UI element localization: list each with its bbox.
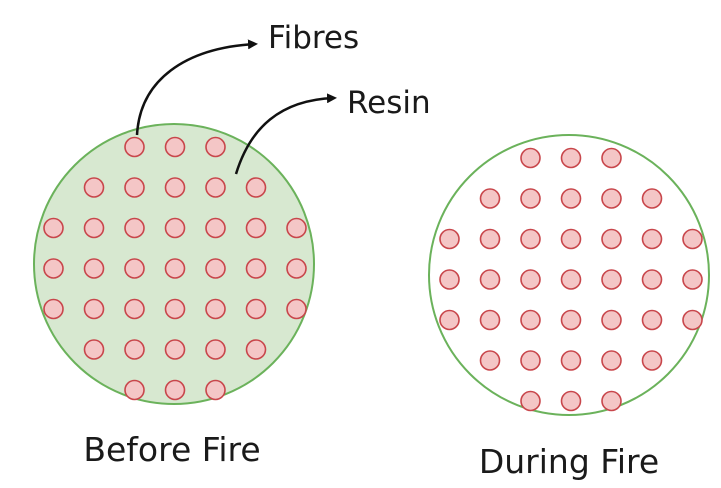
before-fire-fibre	[43, 298, 64, 320]
before-fire-fibre	[83, 258, 105, 279]
during-fire-fibre	[439, 269, 460, 290]
before-fire-fibre	[124, 379, 145, 401]
before-fire-fibre	[245, 339, 267, 360]
during-fire-fibre	[641, 350, 663, 371]
during-fire-fibre	[601, 309, 622, 331]
during-fire-fibre	[520, 350, 541, 371]
fibres-label: Fibres	[268, 20, 359, 56]
before-fire-fibre	[286, 298, 307, 320]
during-fire-fibre	[479, 269, 501, 290]
before-fire-fibre	[205, 217, 226, 239]
before-fire-fibre	[124, 339, 145, 360]
before-fire-label: Before Fire	[83, 430, 260, 469]
fibres-pointer-arrow	[135, 39, 258, 136]
during-fire-fibre	[560, 269, 582, 290]
before-fire-fibre	[164, 258, 186, 279]
before-fire-fibre	[205, 136, 226, 158]
before-fire-fibre	[83, 339, 105, 360]
during-fire-fibre	[601, 147, 622, 169]
before-fire-fibre	[83, 217, 105, 239]
during-fire-label: During Fire	[479, 442, 659, 481]
before-fire-fibre	[245, 217, 267, 239]
during-fire-fibre	[682, 269, 703, 290]
resin-label: Resin	[347, 85, 431, 121]
before-fire-fibre	[245, 298, 267, 320]
during-fire-fibre	[560, 188, 582, 209]
during-fire-fibre	[439, 228, 460, 250]
during-fire-fibre	[560, 147, 582, 169]
during-fire-fibre	[479, 188, 501, 209]
before-fire-fibre	[43, 258, 64, 279]
before-fire-fibre	[205, 379, 226, 401]
before-fire-fibre	[286, 258, 307, 279]
before-fire-fibre	[83, 177, 105, 198]
before-fire-fibre	[286, 217, 307, 239]
during-fire-fibre	[601, 269, 622, 290]
during-fire-fibre	[520, 269, 541, 290]
before-fire-fibre	[205, 258, 226, 279]
during-fire-fibre	[641, 309, 663, 331]
before-fire-fibre	[205, 339, 226, 360]
during-fire-fibre	[560, 390, 582, 412]
during-fire-fibre	[520, 228, 541, 250]
during-fire-fibre	[682, 228, 703, 250]
before-fire-fibre	[124, 217, 145, 239]
during-fire-fibre	[601, 188, 622, 209]
during-fire-fibre	[479, 350, 501, 371]
before-fire-panel: Before Fire	[33, 123, 315, 469]
before-fire-fibre	[124, 298, 145, 320]
before-fire-fibre	[164, 177, 186, 198]
during-fire-fibre-grid	[439, 147, 703, 412]
before-fire-fibre	[164, 339, 186, 360]
before-fire-fibre	[43, 217, 64, 239]
before-fire-fibre	[245, 258, 267, 279]
during-fire-fibre	[439, 309, 460, 331]
during-fire-fibre	[641, 228, 663, 250]
before-fire-fibre	[164, 217, 186, 239]
during-fire-fibre	[479, 228, 501, 250]
during-fire-panel: During Fire	[428, 134, 710, 481]
before-fire-fibre	[83, 298, 105, 320]
during-fire-fibre	[560, 350, 582, 371]
during-fire-fibre	[601, 350, 622, 371]
during-fire-fibre	[560, 309, 582, 331]
before-fire-fibre	[164, 379, 186, 401]
during-fire-fibre	[520, 390, 541, 412]
during-fire-fibre	[520, 147, 541, 169]
before-fire-fibre	[205, 177, 226, 198]
before-fire-fibre	[245, 177, 267, 198]
resin-pointer-arrow	[234, 93, 337, 175]
before-fire-fibre	[164, 298, 186, 320]
during-fire-fibre	[520, 309, 541, 331]
during-fire-fibre	[641, 269, 663, 290]
before-fire-fibre	[164, 136, 186, 158]
during-fire-fibre	[560, 228, 582, 250]
before-fire-fibre	[124, 136, 145, 158]
during-fire-fibre	[601, 228, 622, 250]
before-fire-fibre	[205, 298, 226, 320]
before-fire-fibre-grid	[43, 136, 307, 401]
during-fire-fibre	[682, 309, 703, 331]
during-fire-fibre	[601, 390, 622, 412]
during-fire-fibre	[641, 188, 663, 209]
during-fire-fibre	[479, 309, 501, 331]
before-fire-fibre	[124, 258, 145, 279]
during-fire-fibre	[520, 188, 541, 209]
before-fire-fibre	[124, 177, 145, 198]
